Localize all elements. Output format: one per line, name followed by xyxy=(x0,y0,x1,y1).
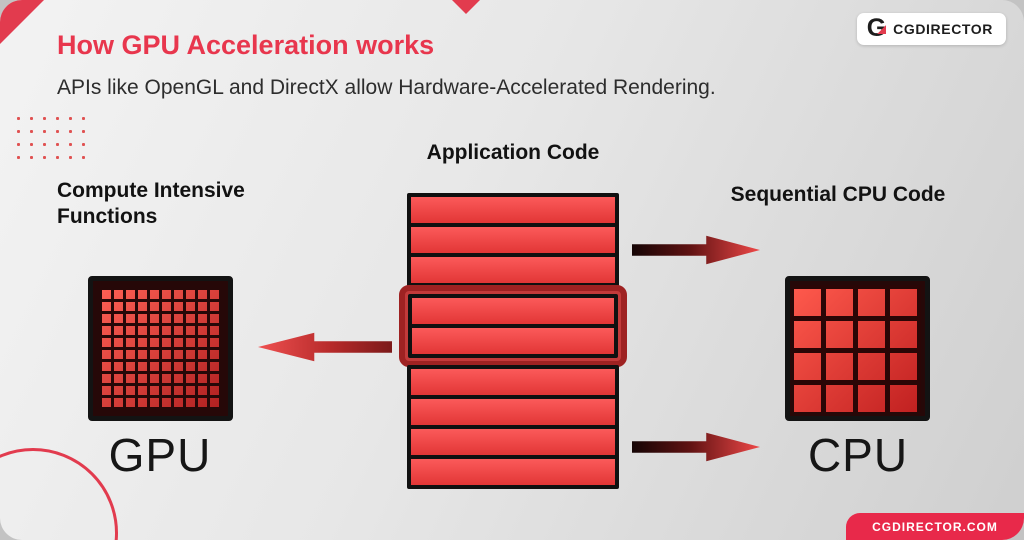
cgdirector-logo: G CGDIRECTOR xyxy=(856,13,1006,45)
top-triangle-decoration xyxy=(452,0,480,14)
application-code-label: Application Code xyxy=(426,141,600,164)
gpu-chip-illustration xyxy=(88,276,233,421)
code-bar xyxy=(408,294,618,328)
highlighted-code-section xyxy=(399,285,627,367)
cpu-chip-illustration xyxy=(785,276,930,421)
bars-mid xyxy=(408,294,618,358)
arrow-to-gpu-icon xyxy=(258,332,392,362)
footer-site-badge: CGDIRECTOR.COM xyxy=(846,513,1024,540)
code-bar xyxy=(407,193,619,227)
dot-grid-decoration xyxy=(12,112,88,168)
page-subtitle: APIs like OpenGL and DirectX allow Hardw… xyxy=(57,76,716,99)
application-code-stack xyxy=(399,193,627,489)
bars-top xyxy=(407,193,619,287)
code-bar xyxy=(407,395,619,429)
corner-triangle-decoration xyxy=(0,0,44,44)
bars-bottom xyxy=(407,365,619,489)
code-bar xyxy=(407,253,619,287)
code-bar xyxy=(407,223,619,257)
arrow-to-cpu-top-icon xyxy=(632,235,760,265)
cgdirector-logo-mark: G xyxy=(866,14,887,42)
gpu-label: GPU xyxy=(108,429,212,481)
page-title: How GPU Acceleration works xyxy=(57,30,435,60)
code-bar xyxy=(408,324,618,358)
logo-triangle-icon xyxy=(877,25,887,34)
compute-intensive-label: Compute Intensive Functions xyxy=(57,179,245,229)
code-bar xyxy=(407,365,619,399)
code-bar xyxy=(407,455,619,489)
sequential-cpu-label: Sequential CPU Code xyxy=(730,183,946,206)
cpu-label: CPU xyxy=(807,429,909,481)
arrow-to-cpu-bottom-icon xyxy=(632,432,760,462)
code-bar xyxy=(407,425,619,459)
cpu-core-grid xyxy=(794,285,921,412)
gpu-core-grid xyxy=(99,287,222,410)
cgdirector-logo-text: CGDIRECTOR xyxy=(893,20,993,37)
